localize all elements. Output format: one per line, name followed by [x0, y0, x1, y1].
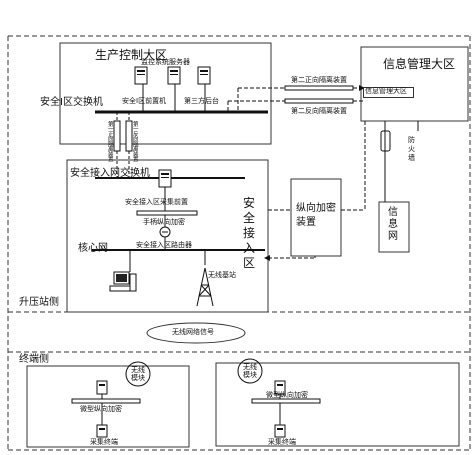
manual-vertical-encryption-label: 手柄纵向加密: [143, 218, 185, 226]
collection-terminal-left-label: 采集终端: [90, 438, 118, 446]
vertical-encryption-box: [290, 178, 342, 257]
info-mgmt-zone-node-box: [363, 87, 414, 98]
production-zone-label: 生产控制大区: [95, 48, 168, 62]
micro-encryption-right-label: 微型纵向加密: [266, 391, 308, 399]
wireless-module-left-label: 无线模块: [131, 366, 145, 382]
reverse-isolation-label: 第二反向隔离装置: [291, 107, 347, 115]
wireless-module-left-circle: [125, 361, 151, 387]
monitoring-server-1-icon: [134, 66, 148, 85]
terminal-left-server-icon: [96, 380, 108, 395]
zone1-forward-isolation-bar: [113, 120, 121, 152]
monitoring-server-2-icon: [167, 66, 181, 85]
booster-side-label: 升压站侧: [19, 297, 59, 308]
workstation-icon: [109, 271, 137, 292]
info-mgmt-zone-box: [360, 46, 469, 122]
collection-terminal-left-icon: [96, 424, 108, 438]
info-network-label: 信息网: [388, 207, 398, 242]
access-switch-label: 安全接入网交换机: [70, 168, 150, 179]
firewall-label: 防火墙: [408, 136, 415, 162]
zone1-frontend-label: 安全I区前置机: [122, 97, 167, 105]
zone1-reverse-isolation-label: 第一反向隔离装置: [133, 122, 139, 163]
zone1-reverse-isolation-bar: [125, 120, 133, 152]
terminal-side-label: 终端侧: [19, 354, 49, 365]
micro-encrypt-right-bar: [251, 398, 321, 404]
collection-terminal-right-icon: [274, 424, 286, 438]
access-router-label: 安全接入区路由器: [136, 241, 192, 249]
zone1-switch-label: 安全I区交换机: [40, 97, 103, 108]
wireless-base-station-label: 无线基站: [208, 271, 236, 279]
collection-terminal-right-label: 采集终端: [268, 438, 296, 446]
wireless-module-right-circle: [237, 358, 263, 384]
monitoring-server-3-icon: [197, 66, 211, 85]
micro-encryption-left-label: 微型纵向加密: [80, 405, 122, 413]
manual-encrypt-bar: [136, 210, 198, 216]
reverse-isolation-bar: [284, 98, 354, 104]
zone1-forward-isolation-label: 第一正向隔离装置: [108, 122, 114, 163]
encryption-return-arrow: [264, 255, 270, 261]
security-access-zone-label: 安全接入区: [243, 196, 256, 270]
core-network-label: 核心网: [78, 243, 108, 254]
terminal-right-box: [215, 362, 460, 447]
forward-isolation-label: 第二正向隔离装置: [291, 76, 347, 84]
info-mgmt-zone-node-label: 信息管理大区: [365, 87, 407, 95]
third-party-console-label: 第三方后台: [184, 97, 219, 105]
wireless-signal-label: 无线网络信号: [172, 328, 214, 336]
forward-isolation-bar: [284, 85, 354, 91]
access-collector-frontend-label: 安全接入区采集前置: [125, 198, 188, 206]
terminal-left-box: [26, 365, 190, 448]
micro-encrypt-left-bar: [71, 398, 141, 404]
wireless-tower-icon: [196, 267, 214, 307]
vertical-encryption-device-label: 纵向加密装置: [296, 203, 336, 228]
forward-arrow-head: [359, 85, 365, 91]
access-collector-server-icon: [158, 169, 172, 188]
wireless-signal-ellipse: [146, 322, 246, 344]
security-access-zone-box: [66, 159, 269, 313]
production-zone-box: [59, 42, 272, 145]
monitoring-server-label: 监控系统服务器: [141, 58, 190, 66]
info-network-box: [378, 201, 410, 253]
info-mgmt-zone-label: 信息管理大区: [383, 57, 456, 71]
wireless-module-right-label: 无线模块: [243, 363, 257, 379]
